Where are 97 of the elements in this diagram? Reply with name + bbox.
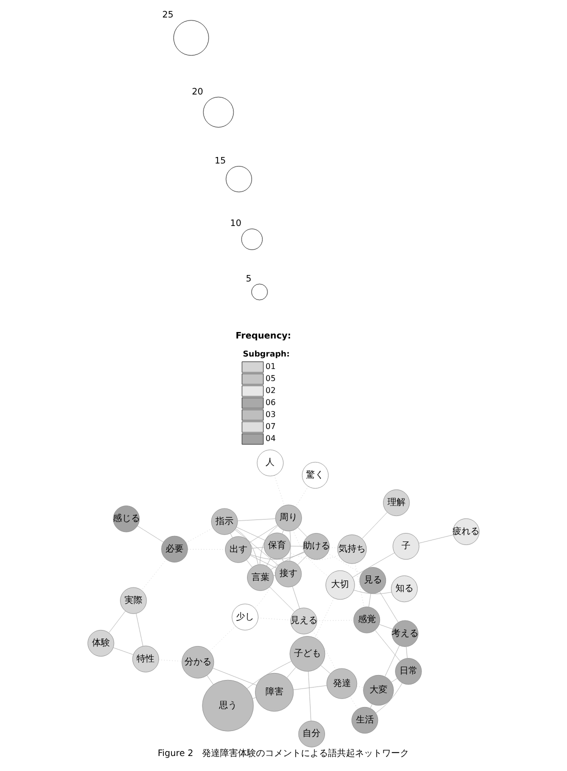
connector	[137, 526, 164, 542]
connector	[418, 534, 454, 544]
connector	[312, 630, 336, 670]
legend-label: 25	[162, 10, 174, 21]
connector	[246, 560, 252, 568]
connector	[350, 696, 358, 710]
connector	[270, 586, 295, 612]
connector	[368, 593, 371, 608]
connector	[251, 546, 264, 549]
node-circle: 実際	[120, 587, 147, 614]
connector	[384, 645, 400, 677]
legend-label: 10	[230, 219, 242, 230]
node-circle: 感覚	[353, 606, 380, 634]
node-circle: 言葉	[247, 564, 274, 591]
node-circle: 障害	[255, 672, 294, 712]
caption: Figure 2 発達障害体験のコメントによる語共起ネットワーク	[158, 748, 410, 759]
node-circle: 生活	[352, 706, 378, 734]
node-circle: 考える	[392, 620, 418, 647]
node-circle: 気持ち	[337, 534, 367, 564]
legend-label: 15	[214, 156, 226, 167]
node-circle: 保育	[264, 532, 290, 560]
connector	[290, 530, 291, 562]
connector	[298, 527, 308, 538]
connector	[292, 586, 300, 609]
node-circle: 助ける	[303, 533, 330, 560]
node-circle: 発達	[326, 668, 358, 699]
connector	[234, 529, 278, 566]
node-circle: 大切	[326, 570, 355, 600]
node-circle: 疲れる	[452, 518, 480, 546]
connector	[249, 524, 278, 543]
connector	[250, 555, 277, 568]
connector	[236, 526, 266, 541]
node-circle: 体験	[88, 630, 114, 657]
connector	[327, 552, 362, 574]
connector	[212, 668, 257, 686]
connector	[379, 591, 398, 623]
node-circle: 理解	[383, 489, 410, 516]
connector	[374, 630, 400, 662]
connector	[354, 590, 392, 594]
connector	[362, 512, 388, 539]
node-circle: 人	[256, 450, 284, 476]
connector	[282, 530, 284, 534]
node-circle: 特性	[132, 646, 159, 672]
connector	[376, 682, 402, 714]
node-circle: 周り	[275, 504, 302, 532]
node-circle: 知る	[391, 576, 418, 602]
connector	[141, 559, 167, 591]
connector	[250, 552, 305, 560]
connector	[206, 675, 214, 685]
node-circle: 思う	[202, 680, 254, 732]
node-circle: 日常	[395, 658, 422, 685]
node-circle: 見る	[359, 567, 386, 594]
connector	[288, 552, 339, 560]
connector	[237, 518, 276, 522]
connector	[230, 533, 233, 538]
connector	[286, 667, 296, 678]
node-circle: 見える	[290, 608, 318, 634]
legend-label: 20	[192, 87, 204, 98]
node-circle: 子ども	[290, 636, 326, 672]
connector	[406, 646, 408, 658]
node-circle: 接す	[275, 560, 302, 588]
connector	[320, 665, 331, 674]
node-circle: 感じる	[113, 506, 140, 532]
connector	[266, 557, 272, 566]
node-circle: 指示	[211, 508, 238, 535]
connector	[354, 563, 364, 608]
connector	[270, 551, 304, 570]
node-circle: 分かる	[182, 646, 214, 678]
node-circle: 少し	[232, 604, 258, 630]
connector	[352, 552, 395, 578]
connector	[235, 528, 258, 565]
node-circle: 驚く	[302, 462, 329, 489]
connector	[282, 558, 284, 562]
connector	[136, 613, 144, 646]
connector	[254, 558, 277, 608]
node-circle: 必要	[161, 536, 188, 562]
connector	[329, 547, 338, 548]
connector	[260, 526, 278, 565]
connector	[252, 697, 256, 699]
connector	[314, 598, 334, 638]
connector	[298, 555, 308, 565]
legend-label: 5	[246, 274, 252, 284]
node-circle: 大変	[363, 674, 394, 706]
connector	[186, 528, 214, 543]
node-circle: 出す	[225, 536, 252, 563]
connector	[308, 671, 312, 722]
connector	[370, 704, 372, 708]
connector	[108, 610, 126, 634]
label: Frequency:	[236, 331, 292, 342]
connector	[113, 647, 134, 655]
connector	[293, 685, 328, 690]
node-circle: 子	[392, 533, 420, 560]
connector	[379, 624, 393, 630]
connector	[391, 678, 398, 682]
connector	[246, 661, 292, 689]
connector	[274, 475, 285, 506]
node-circle: 自分	[298, 720, 325, 748]
